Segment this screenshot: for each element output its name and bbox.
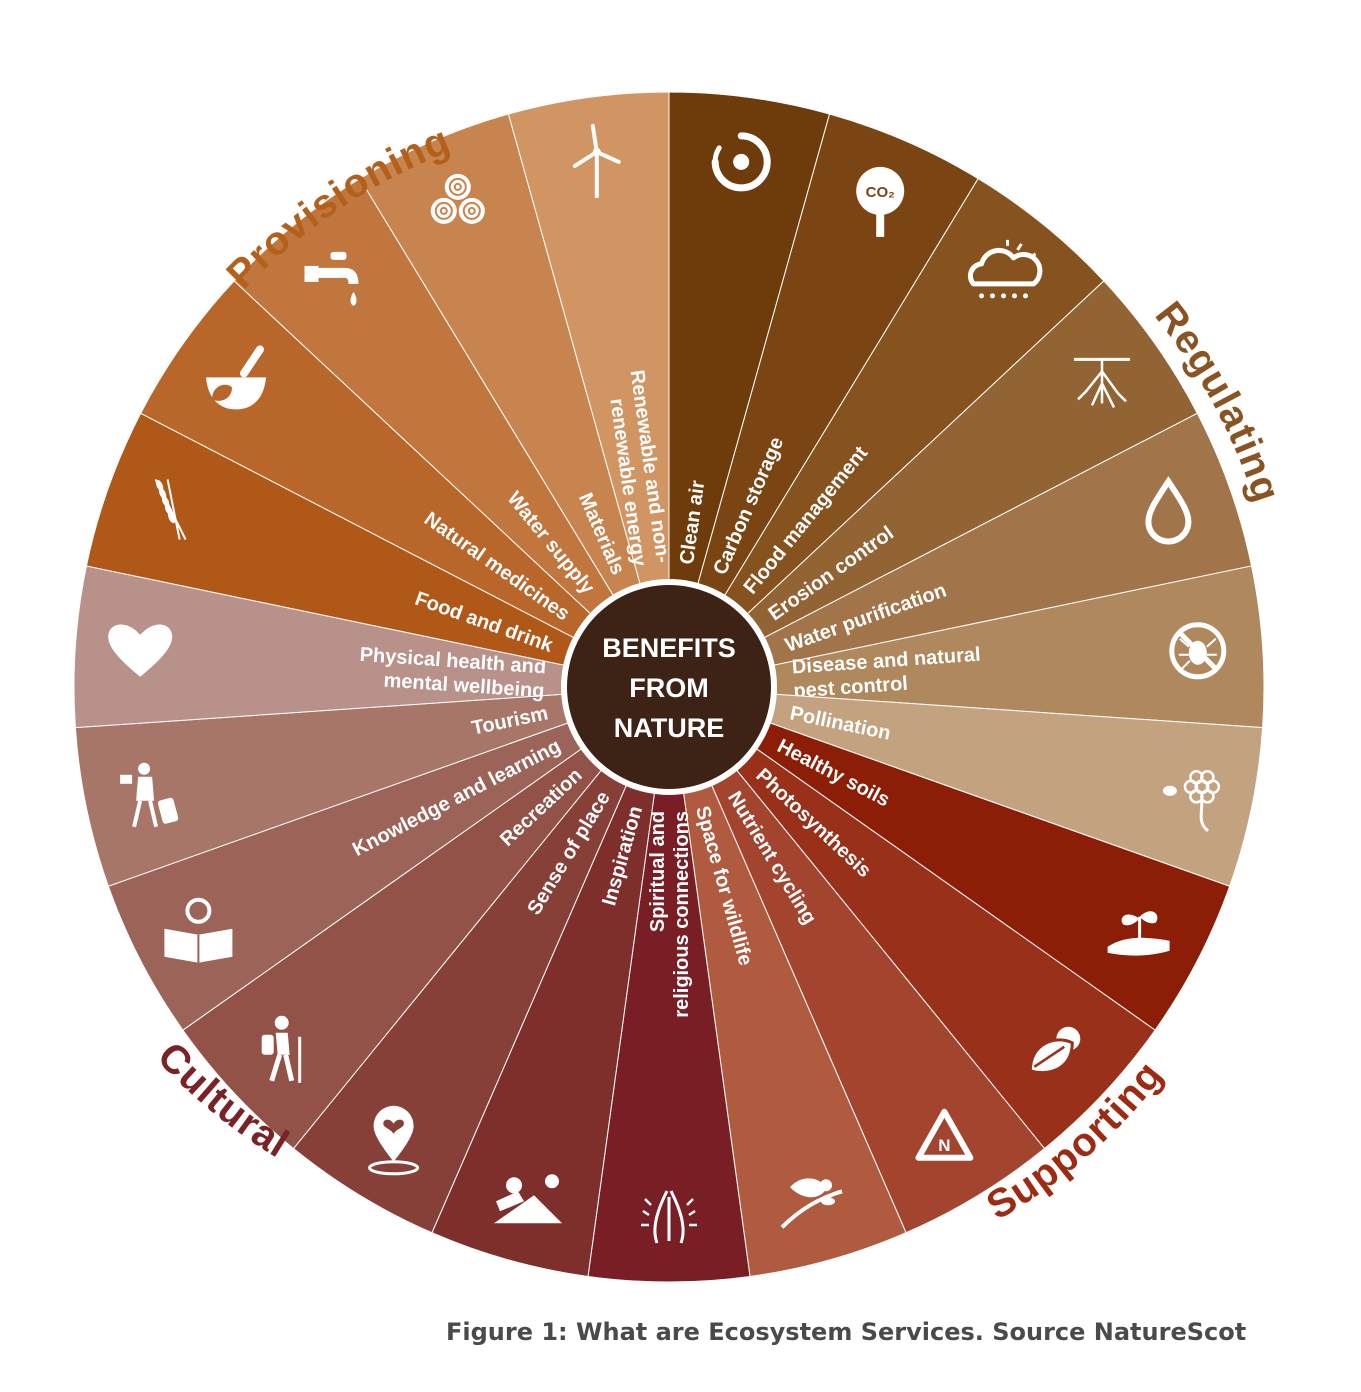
center-line-2: FROM [629, 673, 708, 703]
swirl-air-icon [711, 132, 771, 192]
leaf-sun-icon [1028, 1026, 1081, 1074]
label-line: religious connections [671, 811, 693, 1018]
wind-turbine-icon [572, 123, 621, 198]
bird-branch-icon [780, 1178, 843, 1229]
tree-co2-icon: CO₂ [856, 166, 905, 237]
label-line: Spiritual and [647, 811, 669, 932]
center-line-1: BENEFITS [602, 633, 736, 663]
figure-caption: Figure 1: What are Ecosystem Services. S… [446, 1318, 1247, 1346]
hiker-icon [261, 1015, 302, 1083]
center-hub: BENEFITS FROM NATURE [561, 579, 777, 795]
tap-icon [304, 251, 359, 306]
roots-icon [1074, 357, 1130, 408]
nutrient-cycle-icon: N [915, 1108, 974, 1161]
center-disc [567, 585, 771, 789]
water-drop-icon [1145, 476, 1192, 545]
location-heart-icon [368, 1105, 420, 1176]
traveller-icon [120, 762, 179, 828]
center-line-3: NATURE [614, 713, 725, 743]
svg-text:N: N [938, 1136, 950, 1155]
heart-icon [108, 624, 173, 677]
wheat-icon [154, 479, 187, 540]
mortar-pestle-icon [206, 345, 266, 410]
bee-flower-icon [1162, 770, 1221, 832]
svg-text:CO₂: CO₂ [866, 184, 895, 201]
praying-hands-icon [641, 1190, 697, 1244]
photographer-icon [494, 1174, 562, 1224]
reader-icon [164, 897, 233, 963]
logs-icon [430, 173, 485, 224]
hand-seedling-icon [1107, 911, 1170, 956]
rain-cloud-icon [967, 239, 1043, 299]
no-tick-icon [1169, 622, 1227, 680]
segment-renewable-and-non-renewable-energy [507, 91, 670, 688]
